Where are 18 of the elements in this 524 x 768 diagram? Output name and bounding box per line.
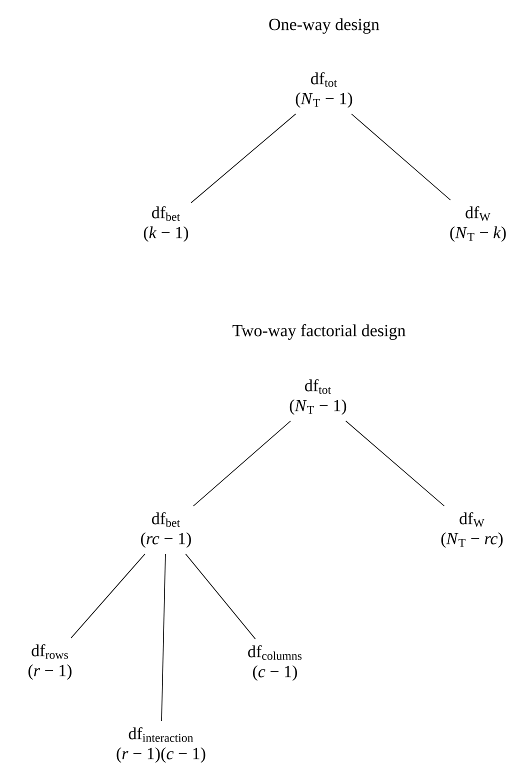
df-term: $\mathrm{df}_{\mathrm{rows}}$ (r − 1) <box>28 644 72 680</box>
heading: One-way design <box>269 18 380 34</box>
df-term: $\mathrm{df}_{\mathrm{interaction}}$ (r − 1)(c − 1) <box>116 727 206 763</box>
df-term: $\mathrm{df}_{\mathrm{columns}}$ (c − 1) <box>248 645 302 681</box>
tree-line <box>161 554 166 722</box>
tree-line <box>345 420 445 506</box>
df-term: $\mathrm{df}_{\mathrm{tot}}$ (N$_{T}$ − 1) <box>290 379 346 415</box>
df-term: $\mathrm{df}_{\mathrm{bet}}$ (k − 1) <box>144 206 188 242</box>
tree-line <box>190 114 296 204</box>
tree-line <box>70 554 146 638</box>
tree-line <box>192 420 291 506</box>
df-term: $\mathrm{df}_{\mathrm{W}}$ (N$_{T}$ − rc) <box>441 512 503 548</box>
df-term: $\mathrm{df}_{\mathrm{bet}}$ (rc − 1) <box>141 512 191 548</box>
df-term: $\mathrm{df}_{\mathrm{tot}}$ (N$_{T}$ − 1) <box>296 72 352 108</box>
df-term: $\mathrm{df}_{\mathrm{W}}$ (N$_{T}$ − k) <box>450 206 506 242</box>
tree-line <box>185 554 256 640</box>
tree-line <box>351 114 451 200</box>
heading: Two-way factorial design <box>232 324 406 340</box>
